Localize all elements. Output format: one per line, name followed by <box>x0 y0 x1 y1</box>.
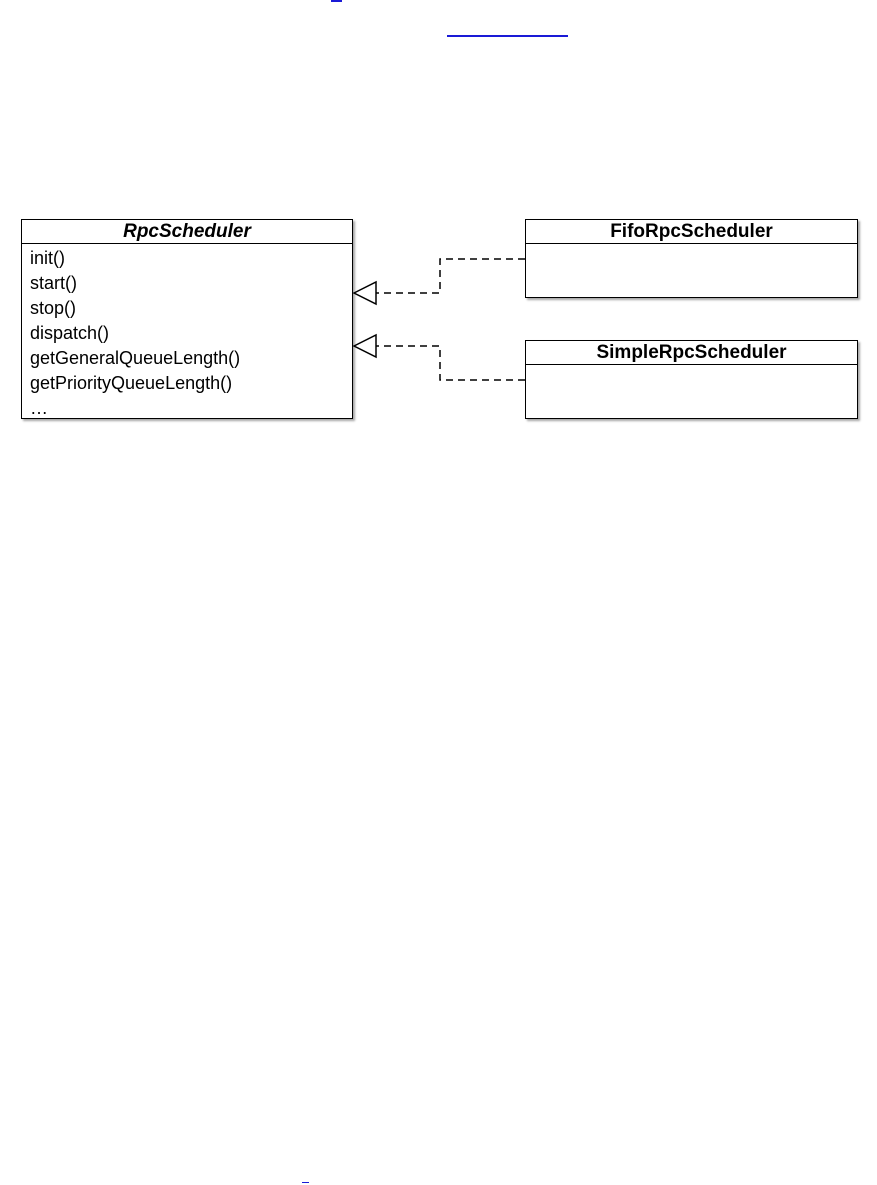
method-list: init() start() stop() dispatch() getGene… <box>22 244 352 421</box>
realization-arrowhead-simple <box>352 333 377 359</box>
class-name-simple-rpc-scheduler: SimpleRpcScheduler <box>526 341 857 365</box>
link-fragment-bottom[interactable] <box>302 1182 309 1183</box>
link-fragment-top-wide[interactable] <box>447 35 568 37</box>
method-dispatch: dispatch() <box>30 323 110 343</box>
method-get-general-queue-length: getGeneralQueueLength() <box>30 348 241 368</box>
method-get-priority-queue-length: getPriorityQueueLength() <box>30 373 233 393</box>
method-start: start() <box>30 273 77 293</box>
method-init: init() <box>30 248 65 268</box>
class-name-rpc-scheduler: RpcScheduler <box>22 220 352 244</box>
realization-line-fifo <box>376 258 525 294</box>
realization-line-simple <box>376 345 525 381</box>
class-simple-rpc-scheduler: SimpleRpcScheduler <box>525 340 858 419</box>
class-rpc-scheduler: RpcScheduler init() start() stop() dispa… <box>21 219 353 419</box>
class-fifo-rpc-scheduler: FifoRpcScheduler <box>525 219 858 298</box>
class-name-fifo-rpc-scheduler: FifoRpcScheduler <box>526 220 857 244</box>
realization-arrowhead-fifo <box>352 280 377 306</box>
link-fragment-top-small[interactable] <box>331 0 342 2</box>
method-stop: stop() <box>30 298 77 318</box>
method-ellipsis: … <box>30 398 48 418</box>
